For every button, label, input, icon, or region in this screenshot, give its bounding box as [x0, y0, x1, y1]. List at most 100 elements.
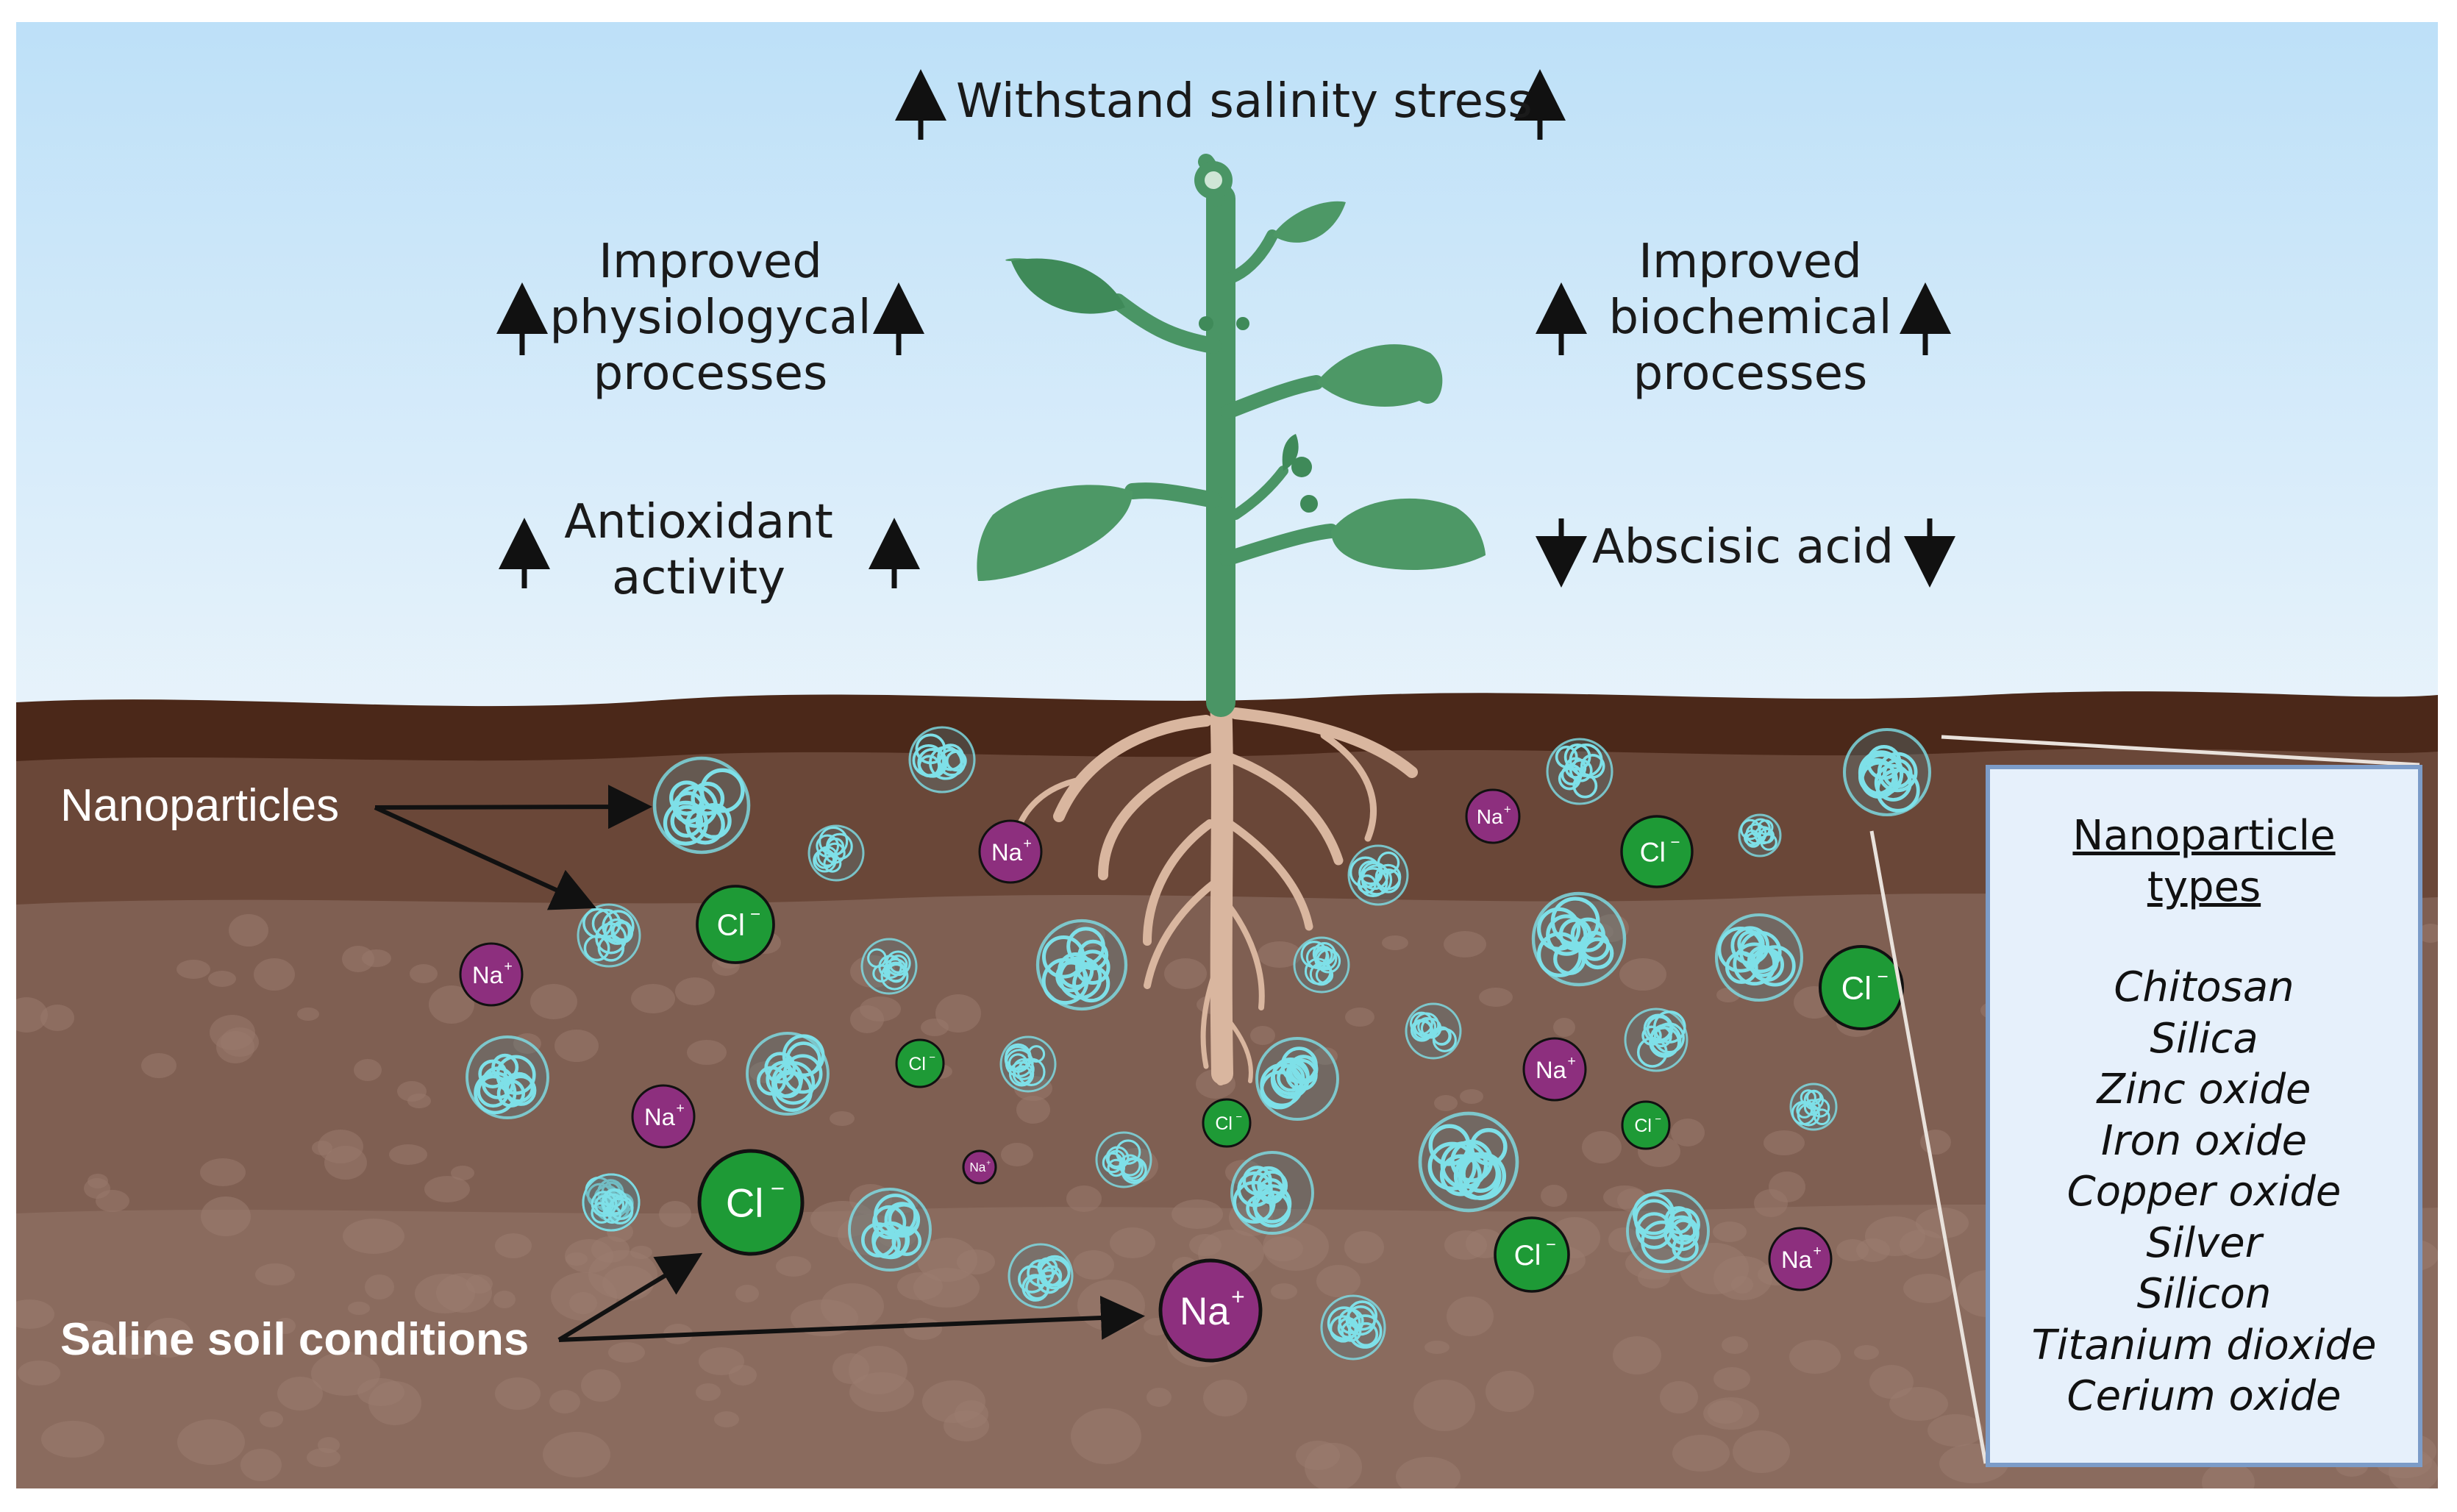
ion-charge: −	[1235, 1110, 1242, 1123]
nanoparticle	[1738, 813, 1782, 857]
physiological-label: Improved physiologycal processes	[541, 234, 880, 402]
soil-pebble	[2202, 1462, 2255, 1488]
nanoparticle	[1230, 1151, 1314, 1235]
soil-pebble	[776, 1256, 811, 1277]
soil-pebble	[1071, 1408, 1141, 1464]
soil-pebble	[1708, 1400, 1743, 1424]
soil-pebble	[41, 1421, 104, 1458]
soil-pebble	[495, 1233, 532, 1258]
soil-pebble	[687, 1040, 727, 1065]
soil-pebble	[1854, 1345, 1879, 1360]
antioxidant-line-1: Antioxidant	[564, 495, 833, 549]
soil-pebble	[1619, 958, 1666, 991]
soil-pebble	[1382, 935, 1408, 950]
sodium-ion: Na+	[1158, 1258, 1263, 1363]
soil-pebble	[254, 958, 295, 991]
nanoparticle	[1714, 913, 1804, 1002]
soil-pebble	[429, 985, 474, 1024]
biochemical-line-1: Improved	[1638, 235, 1862, 289]
soil-pebble	[921, 1019, 949, 1036]
legend-item: Titanium dioxide	[2031, 1321, 2377, 1369]
chloride-ion-label: Cl	[1215, 1113, 1233, 1134]
soil-pebble	[389, 1144, 427, 1165]
soil-pebble	[2417, 924, 2438, 943]
soil-pebble	[1613, 1336, 1661, 1374]
nanoparticle	[1347, 844, 1409, 906]
soil-pebble	[1396, 1457, 1461, 1488]
nanoparticle	[848, 1188, 932, 1272]
soil-pebble	[1424, 1341, 1449, 1354]
chloride-ion: Cl−	[1202, 1098, 1252, 1148]
nanoparticles-label: Nanoparticles	[60, 780, 340, 831]
soil-pebble	[118, 1336, 151, 1359]
ion-charge: −	[771, 1174, 785, 1202]
nanoparticle	[1546, 738, 1613, 805]
soil-pebble	[1271, 1283, 1297, 1299]
saline-soil-label: Saline soil conditions	[60, 1314, 529, 1365]
soil-pebble	[830, 1111, 855, 1126]
abscisic-acid-label: Abscisic acid	[1591, 520, 1894, 574]
sodium-ion-label: Na	[1180, 1290, 1230, 1333]
withstand-label: Withstand salinity stress	[956, 74, 1533, 129]
soil-pebble	[1903, 1274, 1953, 1303]
soil-pebble	[1203, 1380, 1247, 1416]
soil-pebble	[144, 1318, 193, 1358]
soil-pebble	[554, 1030, 599, 1062]
soil-pebble	[297, 1008, 319, 1021]
saline-arrow-2	[558, 1295, 1145, 1342]
nanoparticle	[1008, 1243, 1074, 1309]
nanoparticle-arrow-2	[374, 805, 596, 910]
soil-pebble	[1444, 931, 1486, 958]
soil-pebble	[277, 1377, 323, 1411]
soil-pebble	[591, 1236, 630, 1263]
soil-pebble	[1713, 1222, 1747, 1242]
soil-pebble	[260, 1411, 283, 1427]
sodium-ion: Na+	[1465, 788, 1521, 844]
soil-pebble	[1680, 1243, 1749, 1294]
antioxidant-label: Antioxidant activity	[544, 494, 853, 606]
ion-charge: +	[1504, 802, 1511, 816]
chloride-ion: Cl−	[697, 1149, 805, 1256]
biochemical-label: Improved biochemical processes	[1588, 234, 1912, 402]
soil-pebble	[200, 1158, 246, 1186]
soil-pebble	[1789, 1340, 1841, 1374]
nanoparticle	[466, 1035, 549, 1119]
soil-pebble	[659, 1201, 691, 1227]
nanoparticle	[807, 824, 865, 882]
sodium-ion-label: Na	[969, 1160, 985, 1174]
soil-pebble	[1582, 1131, 1622, 1163]
soil-pebble	[1066, 1185, 1102, 1212]
soil-pebble	[96, 1190, 129, 1212]
soil-pebble	[255, 1263, 295, 1285]
soil-pebble	[1313, 1047, 1338, 1065]
soil-pebble	[1714, 1367, 1750, 1391]
physiological-line-3: processes	[593, 346, 828, 401]
soil-pebble	[1672, 1435, 1730, 1472]
soil-pebble	[1553, 1018, 1575, 1037]
sodium-ion-label: Na	[1477, 805, 1503, 828]
soil-pebble	[16, 1299, 54, 1329]
legend-item: Zinc oxide	[2097, 1066, 2311, 1113]
chloride-ion-label: Cl	[1634, 1116, 1652, 1136]
physiological-line-1: Improved	[599, 235, 822, 289]
physiological-line-2: physiologycal	[549, 290, 871, 345]
soil-pebble	[1928, 1414, 1983, 1447]
chloride-ion-label: Cl	[908, 1054, 926, 1074]
soil-pebble	[1073, 1250, 1114, 1280]
nanoparticle	[1255, 1037, 1339, 1121]
sodium-ion: Na+	[1768, 1227, 1833, 1291]
soil-pebble	[16, 997, 48, 1033]
legend-item: Silicon	[2136, 1270, 2272, 1318]
soil-pebble	[177, 1419, 245, 1465]
soil-pebble	[904, 1318, 942, 1340]
plant-shoot	[977, 154, 1486, 717]
soil-pebble	[1164, 958, 1207, 989]
legend-item: Cerium oxide	[2066, 1372, 2342, 1420]
soil-pebble	[410, 964, 438, 983]
soil-pebble	[348, 1302, 370, 1315]
soil-pebble	[1250, 1026, 1275, 1045]
soil-pebble	[229, 914, 268, 946]
soil-pebble	[1305, 1443, 1362, 1488]
soil-pebble	[18, 1361, 60, 1386]
soil-pebble	[530, 984, 577, 1019]
